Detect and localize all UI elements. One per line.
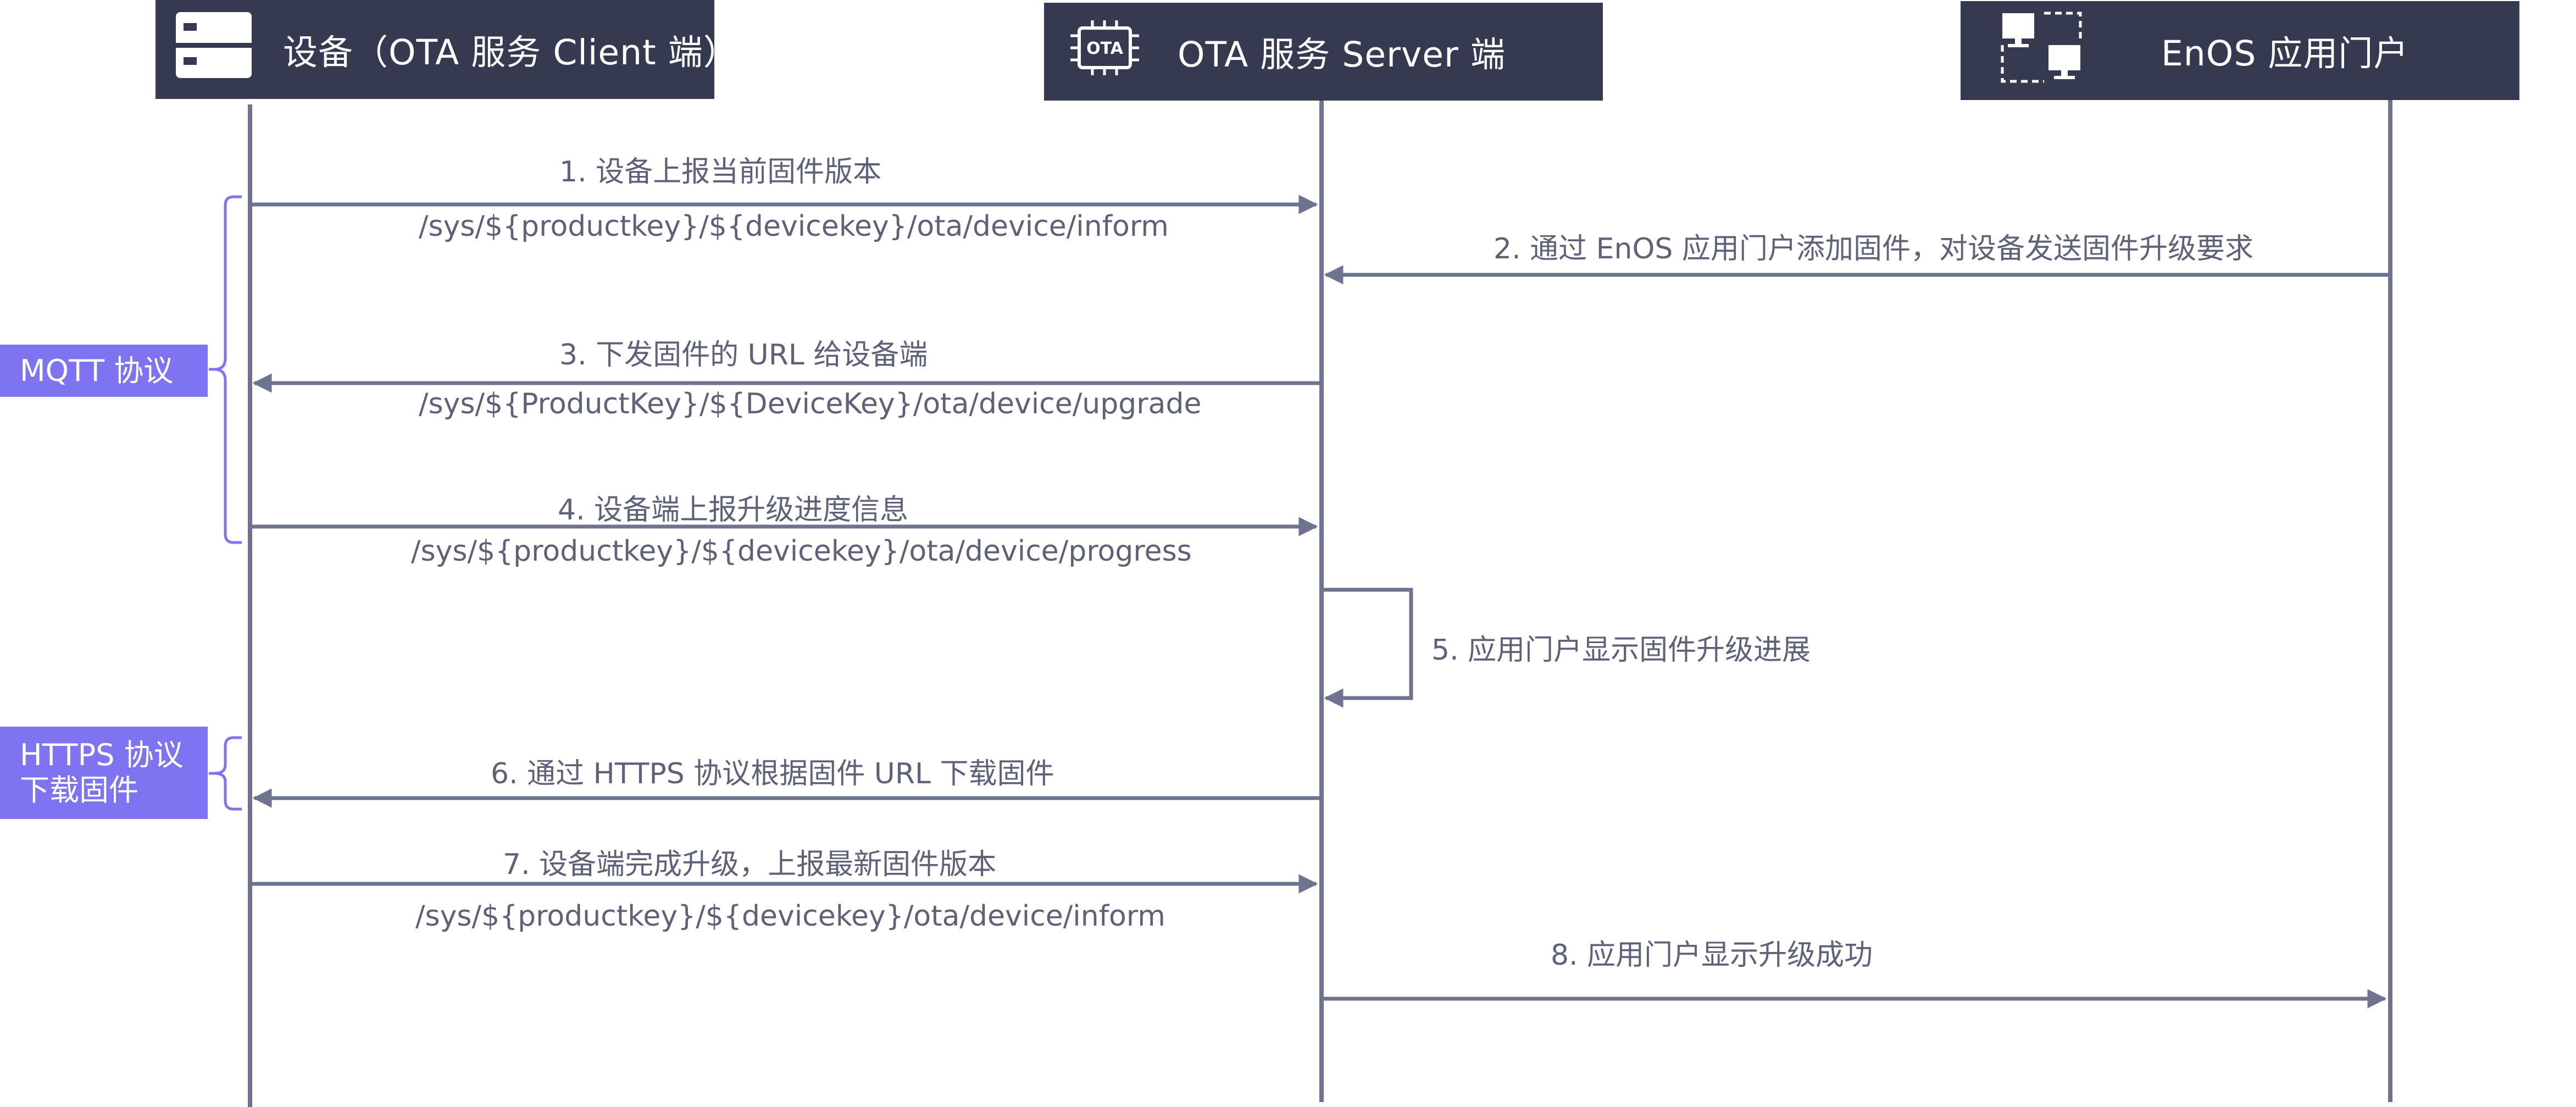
actor-server-title: OTA 服务 Server 端	[1178, 34, 1506, 75]
actor-portal: EnOS 应用门户	[1961, 1, 2519, 100]
msg-2-label: 2. 通过 EnOS 应用门户添加固件，对设备发送固件升级要求	[1494, 233, 2253, 265]
actor-server: OTA OTA 服务 Server 端	[1044, 3, 1603, 101]
arrow-m5-self	[1324, 588, 1413, 708]
actor-device-title: 设备（OTA 服务 Client 端）	[283, 32, 739, 73]
msg-6-label: 6. 通过 HTTPS 协议根据固件 URL 下载固件	[491, 757, 1054, 790]
network-computers-icon	[2001, 12, 2082, 83]
msg-3-topic: /sys/${ProductKey}/${DeviceKey}/ota/devi…	[419, 388, 1202, 420]
ota-chip-label: OTA	[1086, 39, 1124, 58]
msg-7-topic: /sys/${productkey}/${devicekey}/ota/devi…	[415, 900, 1165, 933]
mqtt-bracket	[209, 195, 242, 544]
msg-1-topic: /sys/${productkey}/${devicekey}/ota/devi…	[419, 210, 1169, 243]
https-bracket	[209, 736, 242, 811]
https-protocol-line1: HTTPS 协议	[20, 738, 184, 772]
mqtt-protocol-label: MQTT 协议	[0, 345, 208, 397]
msg-7-label: 7. 设备端完成升级，上报最新固件版本	[503, 848, 997, 881]
msg-3-label: 3. 下发固件的 URL 给设备端	[559, 339, 928, 372]
msg-8-label: 8. 应用门户显示升级成功	[1551, 939, 1873, 972]
ota-chip-icon: OTA	[1070, 20, 1139, 75]
msg-1-label: 1. 设备上报当前固件版本	[559, 156, 882, 189]
actor-portal-title: EnOS 应用门户	[2161, 33, 2409, 74]
https-protocol-label: HTTPS 协议 下载固件	[0, 727, 208, 819]
msg-4-topic: /sys/${productkey}/${devicekey}/ota/devi…	[411, 535, 1192, 568]
mqtt-protocol-text: MQTT 协议	[20, 353, 174, 388]
actor-device: 设备（OTA 服务 Client 端）	[156, 0, 738, 99]
https-protocol-line2: 下载固件	[20, 773, 138, 807]
server-icon	[176, 12, 252, 78]
msg-4-label: 4. 设备端上报升级进度信息	[558, 494, 909, 527]
msg-5-label: 5. 应用门户显示固件升级进展	[1431, 634, 1811, 667]
